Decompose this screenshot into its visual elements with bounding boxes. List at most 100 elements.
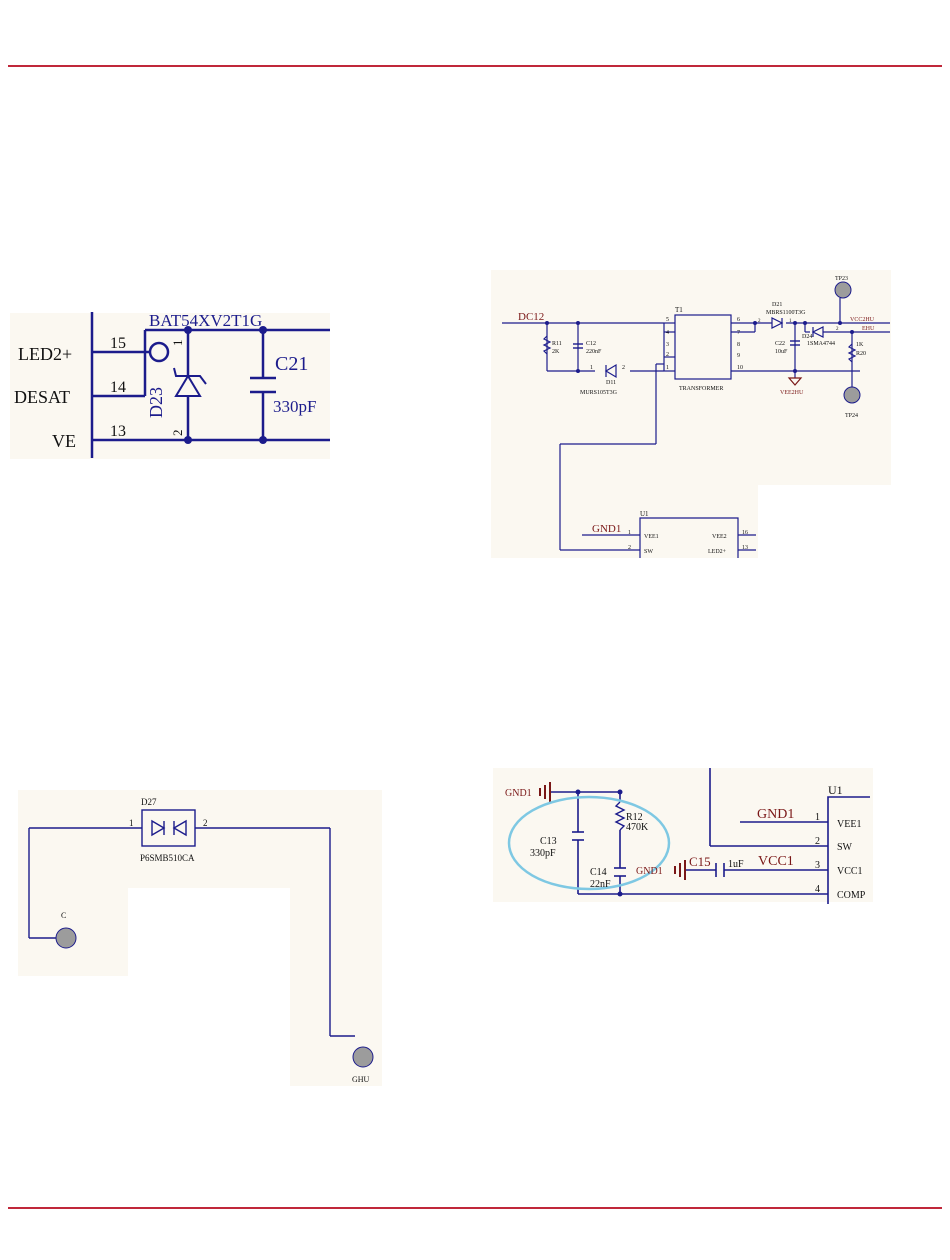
- fig2-tp23-label: TP23: [835, 276, 848, 282]
- fig1-pin-14: 14: [110, 379, 126, 396]
- fig4-c13-ref: C13: [540, 836, 557, 847]
- fig2-t1-pin-6: 6: [737, 317, 740, 323]
- fig2-tp24-label: TP24: [845, 413, 858, 419]
- bottom-rule: [8, 1207, 942, 1209]
- fig2-t1-pin-3: 3: [666, 342, 669, 348]
- fig4-r12-resistor: [614, 801, 626, 831]
- fig2-u1-sw: SW: [644, 549, 653, 555]
- fig2-d21-diode: [771, 317, 784, 329]
- fig4-net-vcc1: VCC1: [758, 854, 794, 869]
- fig1-diode-pin1: 1: [170, 340, 185, 347]
- fig3-schematic: D27 P6SMB510CA 1 2 C GHU: [28, 797, 374, 1084]
- fig1-label-ve: VE: [52, 431, 76, 451]
- fig2-r20-value: 1K: [856, 342, 864, 348]
- fig2-t1-pin-4: 4: [666, 330, 669, 336]
- fig4-c15-value: 1uF: [728, 859, 744, 870]
- fig4-c13-value: 330pF: [530, 848, 556, 859]
- fig2-tp23-pad: [834, 281, 852, 299]
- fig2-d24-diode: [811, 326, 824, 338]
- fig1-diode-part: BAT54XV2T1G: [149, 311, 262, 330]
- fig1-label-led2: LED2+: [18, 344, 72, 364]
- fig2-r20-resistor: [847, 343, 857, 363]
- fig3-tp-ghu-label: GHU: [352, 1075, 370, 1084]
- fig3-tp-c-pad: [55, 927, 77, 949]
- fig4-u1-pin-3: 3: [815, 860, 820, 871]
- fig4-schematic: GND1 GND1 GND1 R12 470K C13 330pF C14 22…: [505, 768, 870, 904]
- fig4-gnd1-c: GND1: [757, 807, 794, 822]
- fig2-c22-ref: C22: [775, 341, 785, 347]
- fig2-t1-pin-2: 2: [666, 352, 669, 358]
- fig1-pin-13: 13: [110, 423, 126, 440]
- fig3-tvs-diode: [151, 819, 187, 837]
- fig2-u1-ref: U1: [640, 510, 649, 518]
- fig1-pin-circle: [148, 341, 170, 363]
- fig2-d21-pin1: 1: [789, 319, 792, 324]
- fig2-r11-ref: R11: [552, 341, 562, 347]
- fig4-u1-ref: U1: [828, 783, 843, 797]
- fig2-d11-part: MURS105T3G: [580, 390, 618, 396]
- fig2-d24-ref: D24: [802, 334, 812, 340]
- fig2-u1-pin-16: 16: [742, 530, 748, 536]
- fig1-diode-ref: D23: [146, 387, 166, 418]
- fig2-t1-pin-8: 8: [737, 342, 740, 348]
- fig2-d24-pin2: 2: [836, 327, 839, 332]
- fig2-net-vee2hu: VEE2HU: [780, 390, 804, 396]
- fig2-r11-value: 2K: [552, 349, 560, 355]
- fig4-u1-vee1: VEE1: [837, 819, 861, 830]
- fig2-tp24-pad: [843, 386, 861, 404]
- top-rule: [8, 65, 942, 67]
- fig2-u1-vee1: VEE1: [644, 534, 659, 540]
- fig4-r12-ref: R12: [626, 812, 643, 823]
- fig2-c12-ref: C12: [586, 341, 596, 347]
- fig1-diode-pin2: 2: [170, 430, 185, 437]
- fig2-u1-led2: LED2+: [708, 549, 727, 555]
- fig4-background: [493, 768, 873, 902]
- fig2-net-dc12: DC12: [518, 311, 544, 323]
- fig2-vee2hu-symbol: [787, 377, 803, 386]
- fig2-net-vcc2hu: VCC2HU: [850, 317, 875, 323]
- fig3-tp-ghu-pad: [352, 1046, 374, 1068]
- fig1-pin-15: 15: [110, 335, 126, 352]
- fig2-r11-resistor: [542, 335, 552, 355]
- fig4-highlight-ellipse: [507, 795, 671, 891]
- fig3-pin-1: 1: [129, 818, 134, 828]
- fig2-d11-pin2: 2: [622, 365, 625, 371]
- fig2-c12-value: 220nF: [586, 349, 602, 355]
- fig4-gnd1-a: GND1: [505, 788, 532, 799]
- fig2-schematic: DC12 R11 2K C12 220nF D11 MURS105T3G 1 2…: [502, 276, 890, 558]
- fig4-u1-comp: COMP: [837, 890, 866, 901]
- fig2-u1-pin-1: 1: [628, 530, 631, 536]
- fig1-schematic: LED2+ DESAT VE 15 14 13 BAT54XV2T1G D23 …: [14, 311, 330, 458]
- fig1-label-desat: DESAT: [14, 387, 70, 407]
- fig1-node: [259, 436, 267, 444]
- fig1-background: [10, 313, 330, 459]
- fig2-t1-pin-7: 7: [737, 330, 740, 336]
- fig2-c12-capacitor: [573, 343, 583, 349]
- fig2-background: [491, 270, 891, 485]
- fig2-r20-ref: R20: [856, 351, 866, 357]
- fig2-c22-capacitor: [790, 340, 800, 346]
- fig2-u1-pin-2: 2: [628, 545, 631, 551]
- fig1-node: [184, 436, 192, 444]
- fig2-d11-pin1: 1: [590, 365, 593, 371]
- fig4-c14-value: 22nF: [590, 879, 611, 890]
- fig4-u1-pin-1: 1: [815, 812, 820, 823]
- fig2-d21-ref: D21: [772, 302, 782, 308]
- fig1-cap-ref: C21: [275, 353, 308, 375]
- fig2-t1-pin-9: 9: [737, 353, 740, 359]
- fig2-net-ehu: EHU: [862, 326, 875, 332]
- fig4-c15-ref: C15: [689, 854, 711, 869]
- fig2-u1-pin-13: 13: [742, 545, 748, 551]
- fig2-background-lower: [491, 485, 758, 558]
- fig1-cap-value: 330pF: [273, 397, 316, 416]
- fig4-u1-sw: SW: [837, 842, 853, 853]
- fig3-d27-part: P6SMB510CA: [140, 853, 195, 863]
- fig2-net-gnd1: GND1: [592, 523, 621, 535]
- fig4-u1-vcc1: VCC1: [837, 866, 863, 877]
- fig2-t1-pin-10: 10: [737, 365, 743, 371]
- fig4-r12-value: 470K: [626, 822, 649, 833]
- fig4-gnd-symbol: [539, 782, 686, 880]
- fig3-background: [18, 790, 382, 888]
- fig1-node: [184, 326, 192, 334]
- fig2-t1-ref: T1: [675, 306, 683, 314]
